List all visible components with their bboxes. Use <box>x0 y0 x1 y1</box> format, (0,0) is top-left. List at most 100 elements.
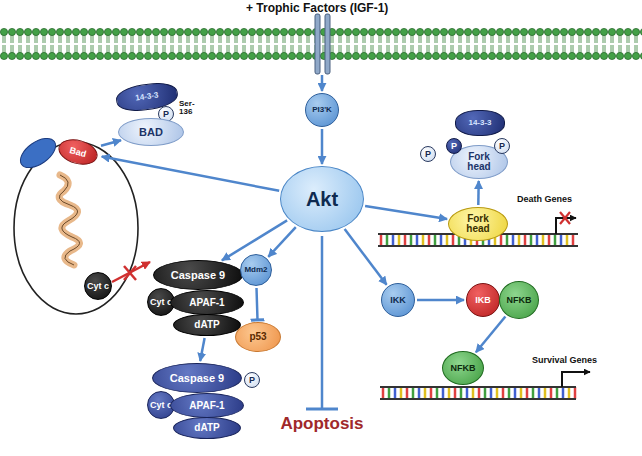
node-text: NFKB <box>451 364 476 373</box>
phosphate-circle: P <box>446 138 462 154</box>
node-text: Fork head <box>459 152 499 172</box>
protein-ellipse: APAF-1 <box>170 393 244 418</box>
base-pair <box>512 234 515 246</box>
base-pair <box>556 387 559 399</box>
activation-arrow <box>102 157 280 191</box>
base-pair <box>520 387 523 399</box>
base-pair <box>452 234 455 246</box>
block-cross <box>560 212 570 224</box>
blocked-release-arrow <box>112 262 150 282</box>
node-text: Caspase 9 <box>170 373 224 384</box>
transcription-factor: Fork head <box>448 207 508 241</box>
base-pair <box>382 387 385 399</box>
node-text: P <box>163 110 169 119</box>
node-text: Fork head <box>457 214 499 234</box>
protein-ellipse: BAD <box>118 118 184 146</box>
activation-arrow <box>477 181 480 205</box>
base-pair <box>538 387 541 399</box>
stimulus-label: + Trophic Factors (IGF-1) <box>246 2 446 15</box>
activation-arrow <box>365 206 447 219</box>
node-text: Cyt c <box>150 298 172 307</box>
base-pair <box>454 387 457 399</box>
cell-membrane <box>0 28 642 60</box>
node-text: Mdm2 <box>244 266 267 274</box>
base-pair <box>536 234 539 246</box>
phosphate-circle: P <box>420 146 436 162</box>
node-text: 14-3-3 <box>135 91 159 102</box>
node-text: APAF-1 <box>189 401 224 411</box>
node-text: Caspase 9 <box>171 270 225 281</box>
receptor-bar <box>325 14 330 74</box>
base-pair <box>514 387 517 399</box>
base-pair <box>562 387 565 399</box>
base-pair <box>446 234 449 246</box>
activation-arrow <box>476 317 506 353</box>
base-pair <box>380 234 383 246</box>
base-pair <box>440 234 443 246</box>
base-pair <box>544 387 547 399</box>
node-text: P <box>425 150 431 159</box>
node-text: P <box>451 142 457 151</box>
base-pair <box>496 387 499 399</box>
receptor-arrow <box>321 75 324 91</box>
node-text: Akt <box>306 189 338 209</box>
base-pair <box>416 234 419 246</box>
protein-ellipse: Caspase 9 <box>153 260 243 290</box>
base-pair <box>572 234 575 246</box>
protein-circle: Mdm2 <box>240 254 272 286</box>
base-pair <box>568 387 571 399</box>
base-pair <box>548 234 551 246</box>
node-text: IKK <box>390 296 406 305</box>
kinase-circle: PI3'K <box>305 93 339 127</box>
phosphate-circle: P <box>244 372 260 388</box>
cytochrome-circle: Cyt c <box>84 272 112 300</box>
node-text: PI3'K <box>312 106 332 114</box>
node-text: 14-3-3 <box>468 119 491 127</box>
base-pair <box>404 234 407 246</box>
activation-arrow <box>101 140 121 146</box>
dna-strands <box>378 234 578 399</box>
protein-ellipse: APAF-1 <box>170 290 244 315</box>
node-text: APAF-1 <box>189 298 224 308</box>
activation-arrow <box>268 227 296 257</box>
base-pair <box>472 387 475 399</box>
receptor-bar <box>315 14 320 74</box>
protein-ellipse: p53 <box>235 322 281 352</box>
node-text: dATP <box>194 320 219 330</box>
phosphate-circle: P <box>494 138 510 154</box>
base-pair <box>532 387 535 399</box>
node-text: Cyt c <box>87 282 109 291</box>
activation-arrow <box>200 338 204 361</box>
base-pair <box>524 234 527 246</box>
mitochondrion-cristae-line <box>59 175 79 265</box>
gene-start-arrow <box>562 372 590 387</box>
dna-backbone <box>380 386 576 388</box>
base-pair <box>436 387 439 399</box>
base-pair <box>500 234 503 246</box>
base-pair <box>430 387 433 399</box>
protein-circle: NFKB <box>442 351 484 385</box>
activation-arrow <box>417 299 464 302</box>
gene-label: Death Genes <box>517 195 597 204</box>
base-pair <box>460 387 463 399</box>
base-pair <box>542 234 545 246</box>
base-pair <box>448 387 451 399</box>
base-pair <box>554 234 557 246</box>
base-pair <box>412 387 415 399</box>
base-pair <box>550 387 553 399</box>
base-pair <box>502 387 505 399</box>
base-pair <box>410 234 413 246</box>
dna-backbone <box>380 398 576 400</box>
activation-arrow <box>345 229 387 285</box>
base-pair <box>388 387 391 399</box>
base-pair <box>422 234 425 246</box>
base-pair <box>418 387 421 399</box>
outcome-label: Apoptosis <box>252 415 392 433</box>
node-text: P <box>499 142 505 151</box>
block-cross <box>560 212 570 224</box>
kinase-circle: IKK <box>381 283 415 317</box>
protein-ellipse: dATP <box>173 417 241 439</box>
mitochondrion <box>14 142 138 314</box>
base-pair <box>424 387 427 399</box>
base-pair <box>392 234 395 246</box>
